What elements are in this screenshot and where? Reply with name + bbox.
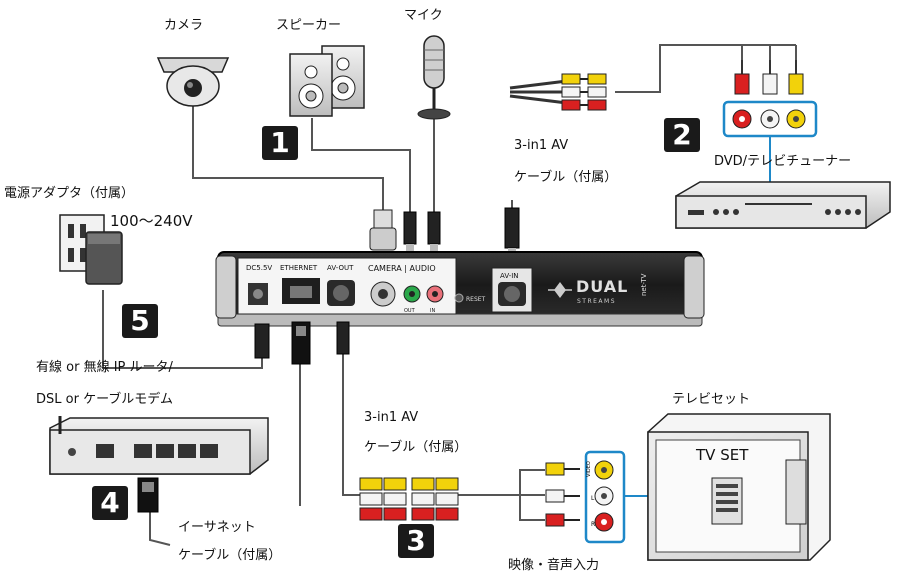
power-adapter-label: 電源アダプタ（付属） — [4, 186, 135, 201]
av-cable-bottom-label-line1: 3-in1 AV — [364, 410, 419, 425]
mic-label: マイク — [404, 8, 443, 23]
camera-label: カメラ — [164, 18, 204, 33]
power-adapter-icon — [59, 214, 123, 285]
cables — [102, 44, 771, 546]
tv-set-screen-label: TV SET — [696, 446, 749, 464]
router-icon — [49, 416, 269, 475]
panel-in-label: IN — [430, 308, 435, 314]
router-label-line2: DSL or ケーブルモデム — [36, 392, 174, 407]
microphone-icon — [417, 35, 451, 120]
brand-model: net-TV — [640, 273, 648, 296]
step-badge-4: 4 — [92, 486, 128, 520]
ethernet-plug-icon — [137, 477, 159, 513]
tv-jack-l-label: L — [591, 495, 595, 502]
av-cable-top-label-line2: ケーブル（付属） — [514, 170, 618, 185]
step-badge-2: 2 — [664, 118, 700, 152]
brand-name: DUAL — [576, 277, 628, 296]
speaker-label: スピーカー — [276, 18, 342, 33]
dvd-plugs-icon — [734, 44, 804, 95]
ethernet-label-line2: ケーブル（付属） — [178, 548, 282, 563]
tv-set-label: テレビセット — [672, 392, 751, 407]
panel-ethernet-label: ETHERNET — [280, 264, 318, 272]
top-plugs-icon — [369, 207, 520, 256]
panel-dc-label: DC5.5V — [246, 264, 272, 272]
speaker-icon — [289, 45, 365, 117]
panel-camera-audio-label: CAMERA | AUDIO — [368, 264, 436, 273]
panel-avin-label: AV-IN — [500, 272, 519, 280]
step-badge-5: 5 — [122, 304, 158, 338]
tv-set-icon — [647, 413, 831, 561]
panel-reset-label: RESET — [466, 296, 486, 303]
dvd-label: DVD/テレビチューナー — [714, 154, 852, 169]
brand-sub: STREAMS — [577, 298, 616, 305]
dvd-jack-panel — [722, 100, 818, 190]
av-cable-top-label-line1: 3-in1 AV — [514, 138, 569, 153]
router-label-line1: 有線 or 無線 IP ルータ/ — [36, 360, 173, 375]
tv-jack-video-label: VIDEO — [586, 461, 592, 477]
step-badge-3: 3 — [398, 524, 434, 558]
step-badge-1: 1 — [262, 126, 298, 160]
tv-jack-r-label: R — [591, 521, 595, 528]
voltage-label: 100～240V — [110, 212, 193, 230]
bottom-plugs-icon — [254, 321, 350, 365]
camera-icon — [156, 57, 230, 107]
av-cable-bottom-label-line2: ケーブル（付属） — [364, 440, 468, 455]
tv-side-plugs-icon — [545, 462, 580, 527]
dual-streams-logo — [548, 282, 572, 298]
panel-avout-label: AV-OUT — [327, 264, 354, 272]
ethernet-label-line1: イーサネット — [178, 520, 256, 535]
av-input-label: 映像・音声入力 — [508, 558, 600, 573]
av-cable-bottom-icon — [359, 477, 459, 521]
dvd-player-icon — [675, 181, 891, 229]
device-panel-labels: DC5.5V ETHERNET AV-OUT CAMERA | AUDIO OU… — [246, 264, 648, 314]
panel-out-label: OUT — [404, 308, 416, 314]
av-cable-top-icon — [509, 73, 607, 111]
